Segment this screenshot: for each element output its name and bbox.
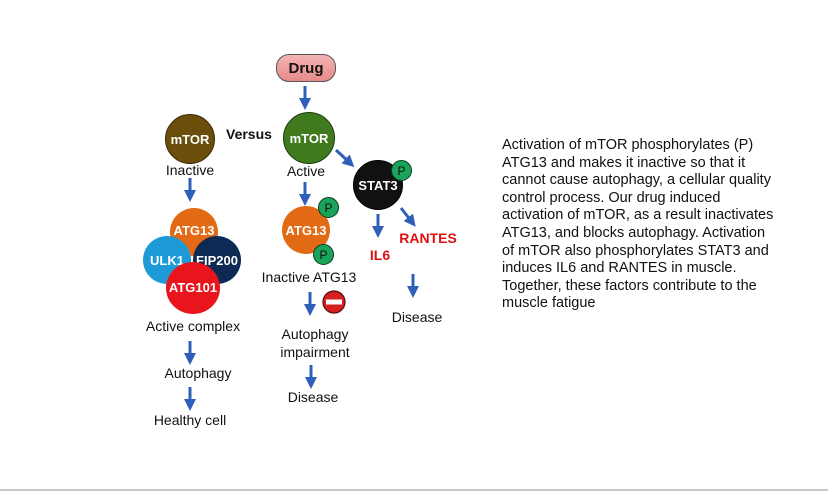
inactive-atg13-label: Inactive ATG13 (261, 269, 357, 285)
mtor-active-node: mTOR (283, 112, 335, 164)
autophagy-label: Autophagy (164, 365, 232, 381)
atg13-inactive-label: ATG13 (285, 222, 327, 238)
rantes-label: RANTES (399, 230, 457, 246)
active-label: Active (286, 163, 326, 179)
atg13-complex-label: ATG13 (173, 222, 215, 238)
description-text: Activation of mTOR phosphorylates (P) AT… (502, 137, 774, 312)
ulk1-label: ULK1 (150, 252, 184, 268)
drug-label: Drug (288, 59, 324, 77)
autophagy-impairment-line2: impairment (280, 344, 350, 360)
p-badge-top-label: P (324, 200, 333, 215)
atg101-label: ATG101 (168, 279, 218, 295)
diagonal-arrow-icon (334, 148, 355, 168)
inhibit-icon (322, 290, 346, 314)
disease-right-label: Disease (391, 309, 443, 325)
ulk1-node: ULK1 (143, 236, 191, 284)
p-badge-stat3-label: P (397, 163, 406, 178)
fip200-label: FIP200 (196, 252, 238, 268)
diagonal-arrow-icon (399, 207, 416, 227)
mtor-inactive-label: mTOR (170, 131, 210, 147)
mtor-active-label: mTOR (289, 130, 329, 146)
atg101-node: ATG101 (166, 262, 220, 314)
inactive-label: Inactive (165, 162, 215, 178)
healthy-cell-label: Healthy cell (153, 412, 227, 428)
p-badge-top: P (318, 197, 339, 218)
bottom-divider (0, 489, 828, 491)
drug-node: Drug (276, 54, 336, 82)
stat3-label: STAT3 (358, 177, 398, 193)
versus-label: Versus (226, 126, 272, 142)
p-badge-bottom-label: P (319, 247, 328, 262)
p-badge-bottom: P (313, 244, 334, 265)
disease-middle-label: Disease (287, 389, 339, 405)
mtor-inactive-node: mTOR (165, 114, 215, 164)
p-badge-stat3: P (391, 160, 412, 181)
active-complex-label: Active complex (145, 318, 241, 334)
autophagy-impairment-line1: Autophagy (281, 326, 349, 342)
il6-label: IL6 (369, 247, 391, 263)
